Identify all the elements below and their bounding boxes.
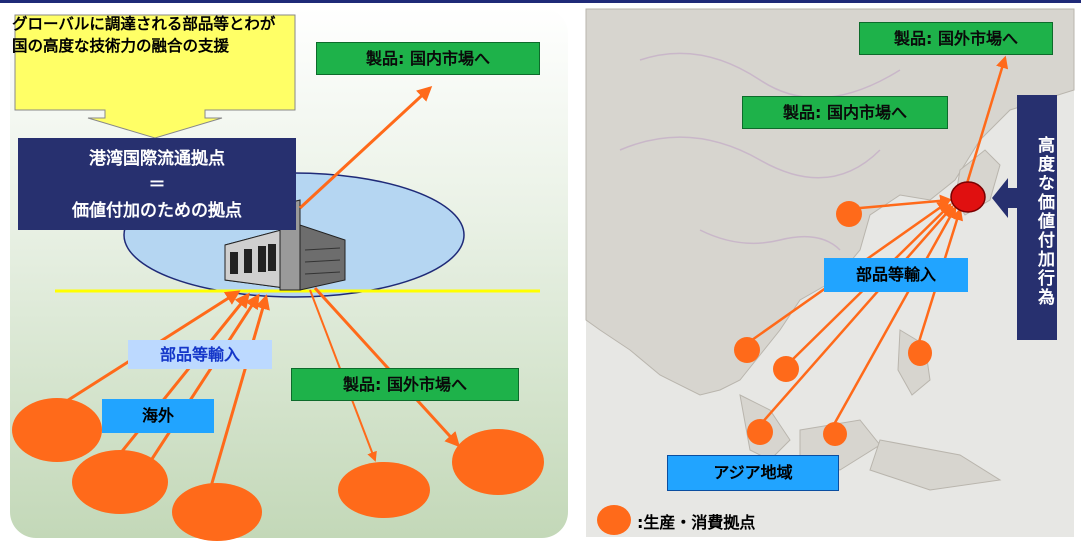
right-domestic-market-label: 製品: 国内市場へ: [742, 96, 948, 130]
hub-title-box: 港湾国際流通拠点 ＝ 価値付加のための拠点: [18, 138, 296, 230]
hub-line-1: 港湾国際流通拠点: [89, 149, 225, 169]
top-rule: [0, 0, 1081, 3]
left-foreign-market-label: 製品: 国外市場へ: [291, 368, 519, 402]
hub-line-2: ＝: [148, 175, 166, 195]
callout-box: [14, 14, 296, 139]
left-production-nodes: [12, 398, 544, 541]
callout-text: グローバルに調達される部品等とわが国の高度な技術力の融合の支援: [12, 15, 276, 55]
left-parts-import-label: 部品等輸入: [128, 340, 272, 370]
overseas-label: 海外: [102, 399, 214, 433]
value-added-vertical-label: 高度な価値付加行為: [1017, 95, 1057, 340]
left-domestic-market-label: 製品: 国内市場へ: [316, 42, 540, 76]
value-add-arrow-icon: [992, 178, 1017, 218]
right-foreign-market-label: 製品: 国外市場へ: [859, 22, 1053, 56]
legend-text: :生産・消費拠点: [637, 513, 756, 532]
japan-hub-icon: [950, 181, 986, 213]
legend-node-icon: [597, 505, 631, 535]
asia-region-label: アジア地域: [667, 455, 839, 491]
right-parts-import-label: 部品等輸入: [824, 258, 968, 292]
right-production-nodes: [734, 201, 932, 446]
hub-line-3: 価値付加のための拠点: [72, 201, 242, 221]
